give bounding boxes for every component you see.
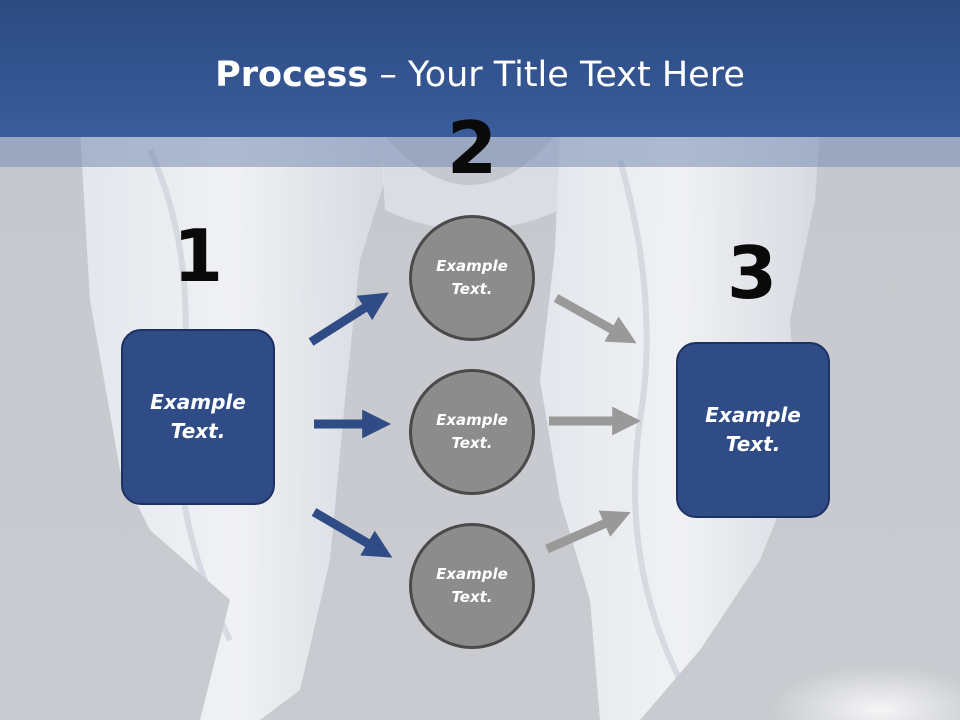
middle-circle-line-1: Example	[436, 411, 508, 429]
step-number-2: 2	[446, 106, 498, 190]
left-box-line-2: Text.	[170, 419, 226, 443]
bottom-circle-line-2: Text.	[451, 588, 493, 606]
bottom-circle-line-1: Example	[436, 565, 508, 583]
right-box-line-1: Example	[705, 403, 801, 427]
arrow-left-to-top	[308, 292, 389, 346]
step-number-3: 3	[726, 231, 778, 315]
top-circle-line-1: Example	[436, 257, 508, 275]
arrow-bottom-to-right	[545, 510, 631, 554]
right-box-line-2: Text.	[725, 432, 781, 456]
title-rest-part: – Your Title Text Here	[368, 55, 745, 95]
arrow-left-to-bottom	[311, 508, 393, 558]
title-bold-part: Process	[215, 55, 369, 95]
arrow-top-to-right	[553, 294, 637, 344]
title-band-strip	[0, 137, 960, 167]
title-bar	[0, 0, 960, 137]
top-circle-line-2: Text.	[451, 280, 493, 298]
middle-circle-line-2: Text.	[451, 434, 493, 452]
slide-title: Process – Your Title Text Here	[0, 52, 960, 98]
step-number-1: 1	[172, 214, 224, 298]
left-box-line-1: Example	[150, 390, 246, 414]
